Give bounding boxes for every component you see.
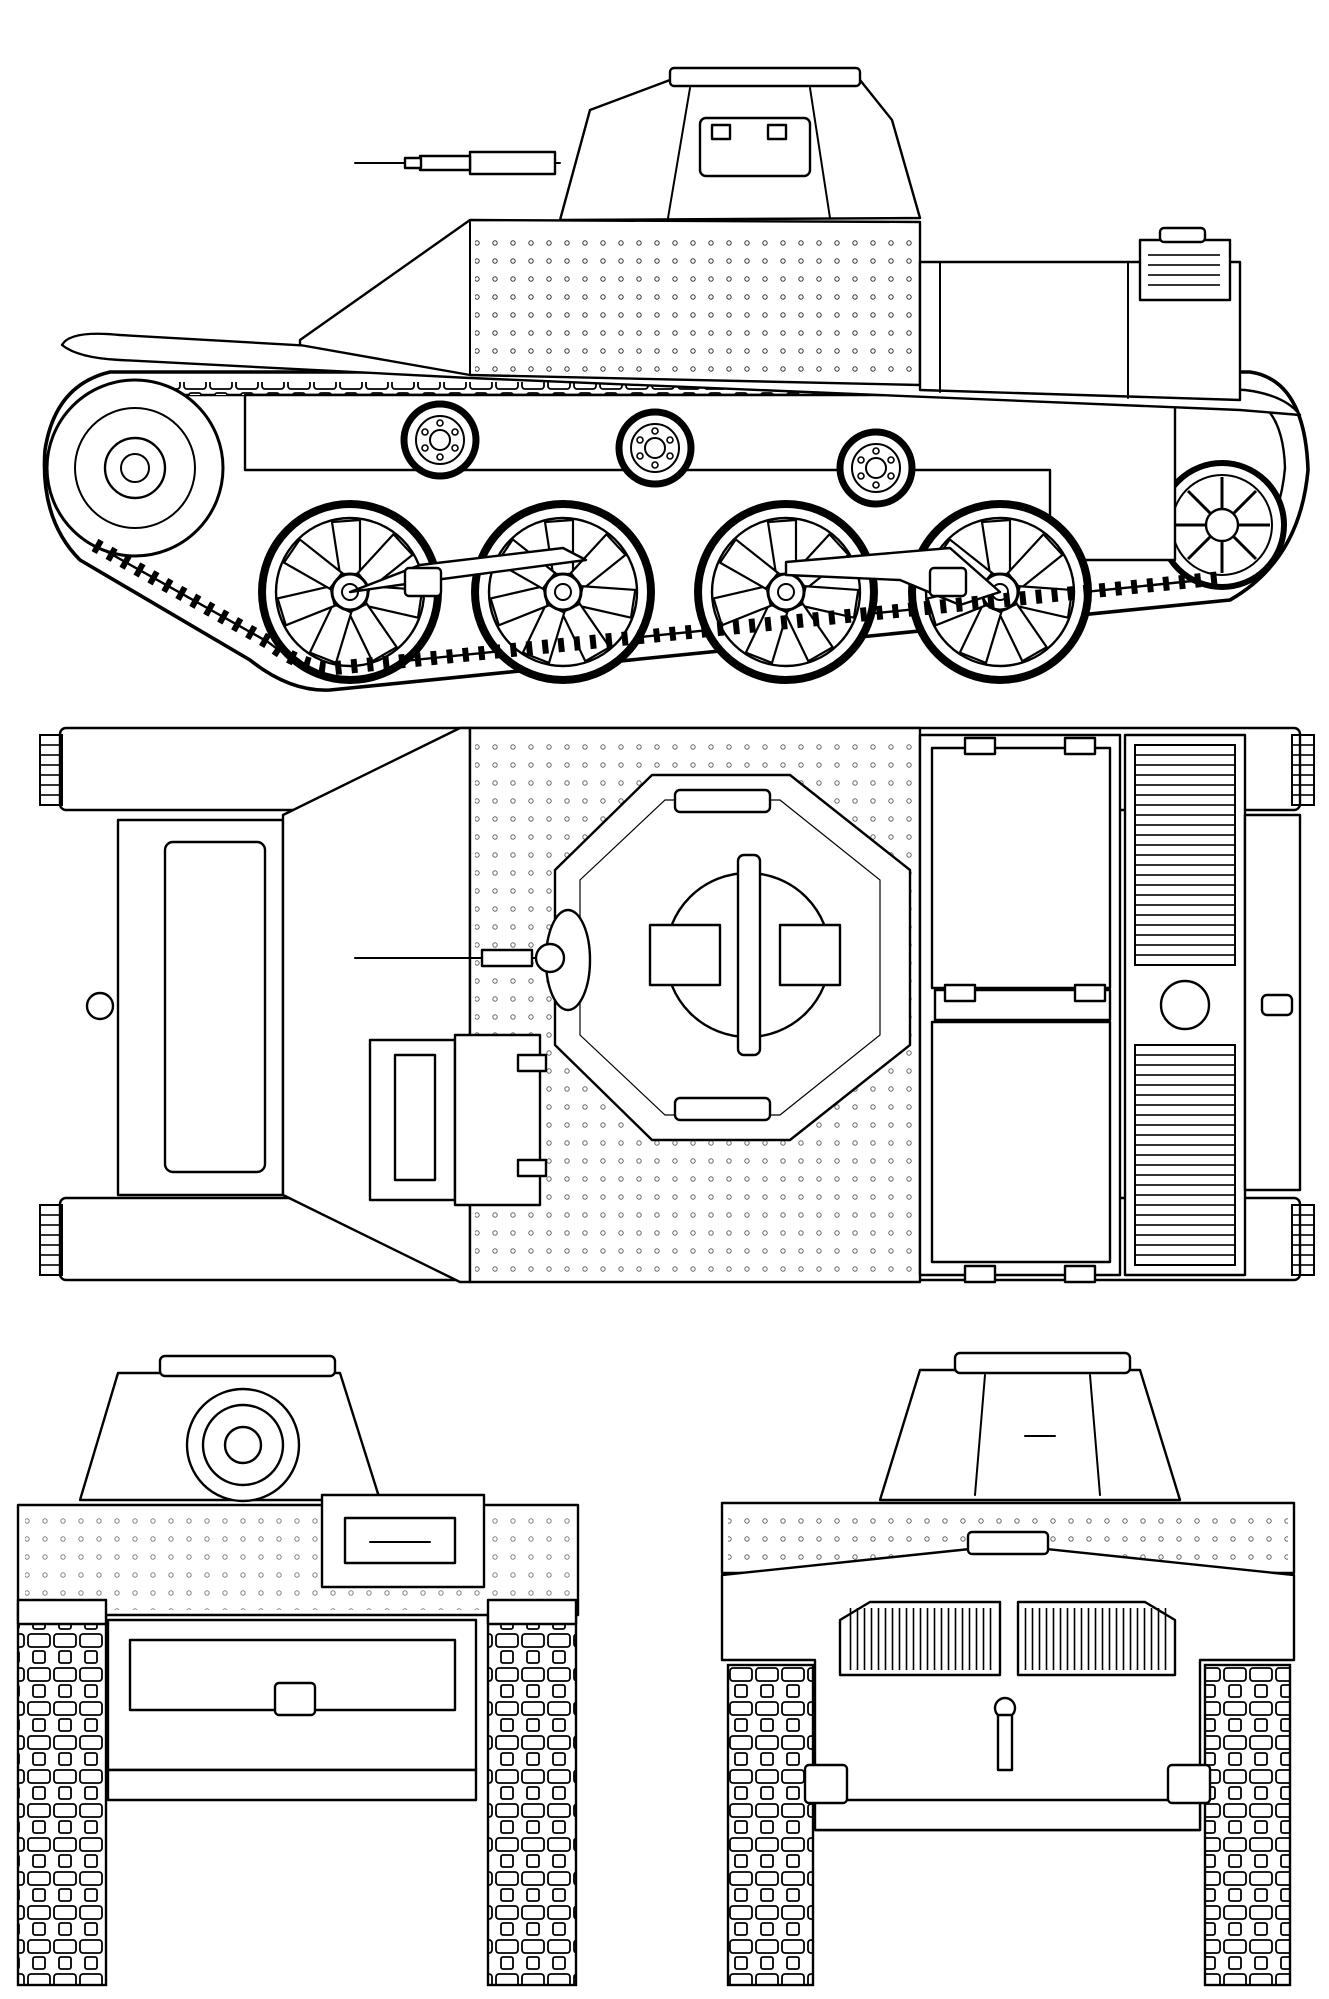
side-return-roller-1 bbox=[404, 404, 476, 476]
rear-track-left bbox=[726, 1663, 815, 1987]
side-road-wheel-3 bbox=[698, 504, 874, 680]
side-road-wheel-2 bbox=[475, 504, 651, 680]
side-turret-hatch bbox=[668, 66, 862, 88]
rear-view bbox=[720, 1351, 1296, 1987]
side-view bbox=[42, 66, 1310, 692]
side-return-roller-2 bbox=[619, 412, 691, 484]
rear-track-right bbox=[1203, 1663, 1292, 1987]
side-bogie-arms bbox=[348, 546, 1002, 607]
idler-wheel bbox=[1157, 460, 1287, 590]
side-machine-gun bbox=[354, 150, 561, 176]
side-return-roller-3 bbox=[840, 432, 912, 504]
top-hinges bbox=[943, 736, 1107, 1284]
top-view bbox=[39, 726, 1315, 1284]
front-view bbox=[16, 1354, 580, 1987]
front-track-right bbox=[486, 1613, 578, 1987]
drive-sprocket bbox=[45, 378, 225, 558]
side-rivet-panel bbox=[475, 228, 915, 378]
top-machine-gun bbox=[354, 908, 592, 1012]
front-track-left bbox=[16, 1613, 108, 1987]
